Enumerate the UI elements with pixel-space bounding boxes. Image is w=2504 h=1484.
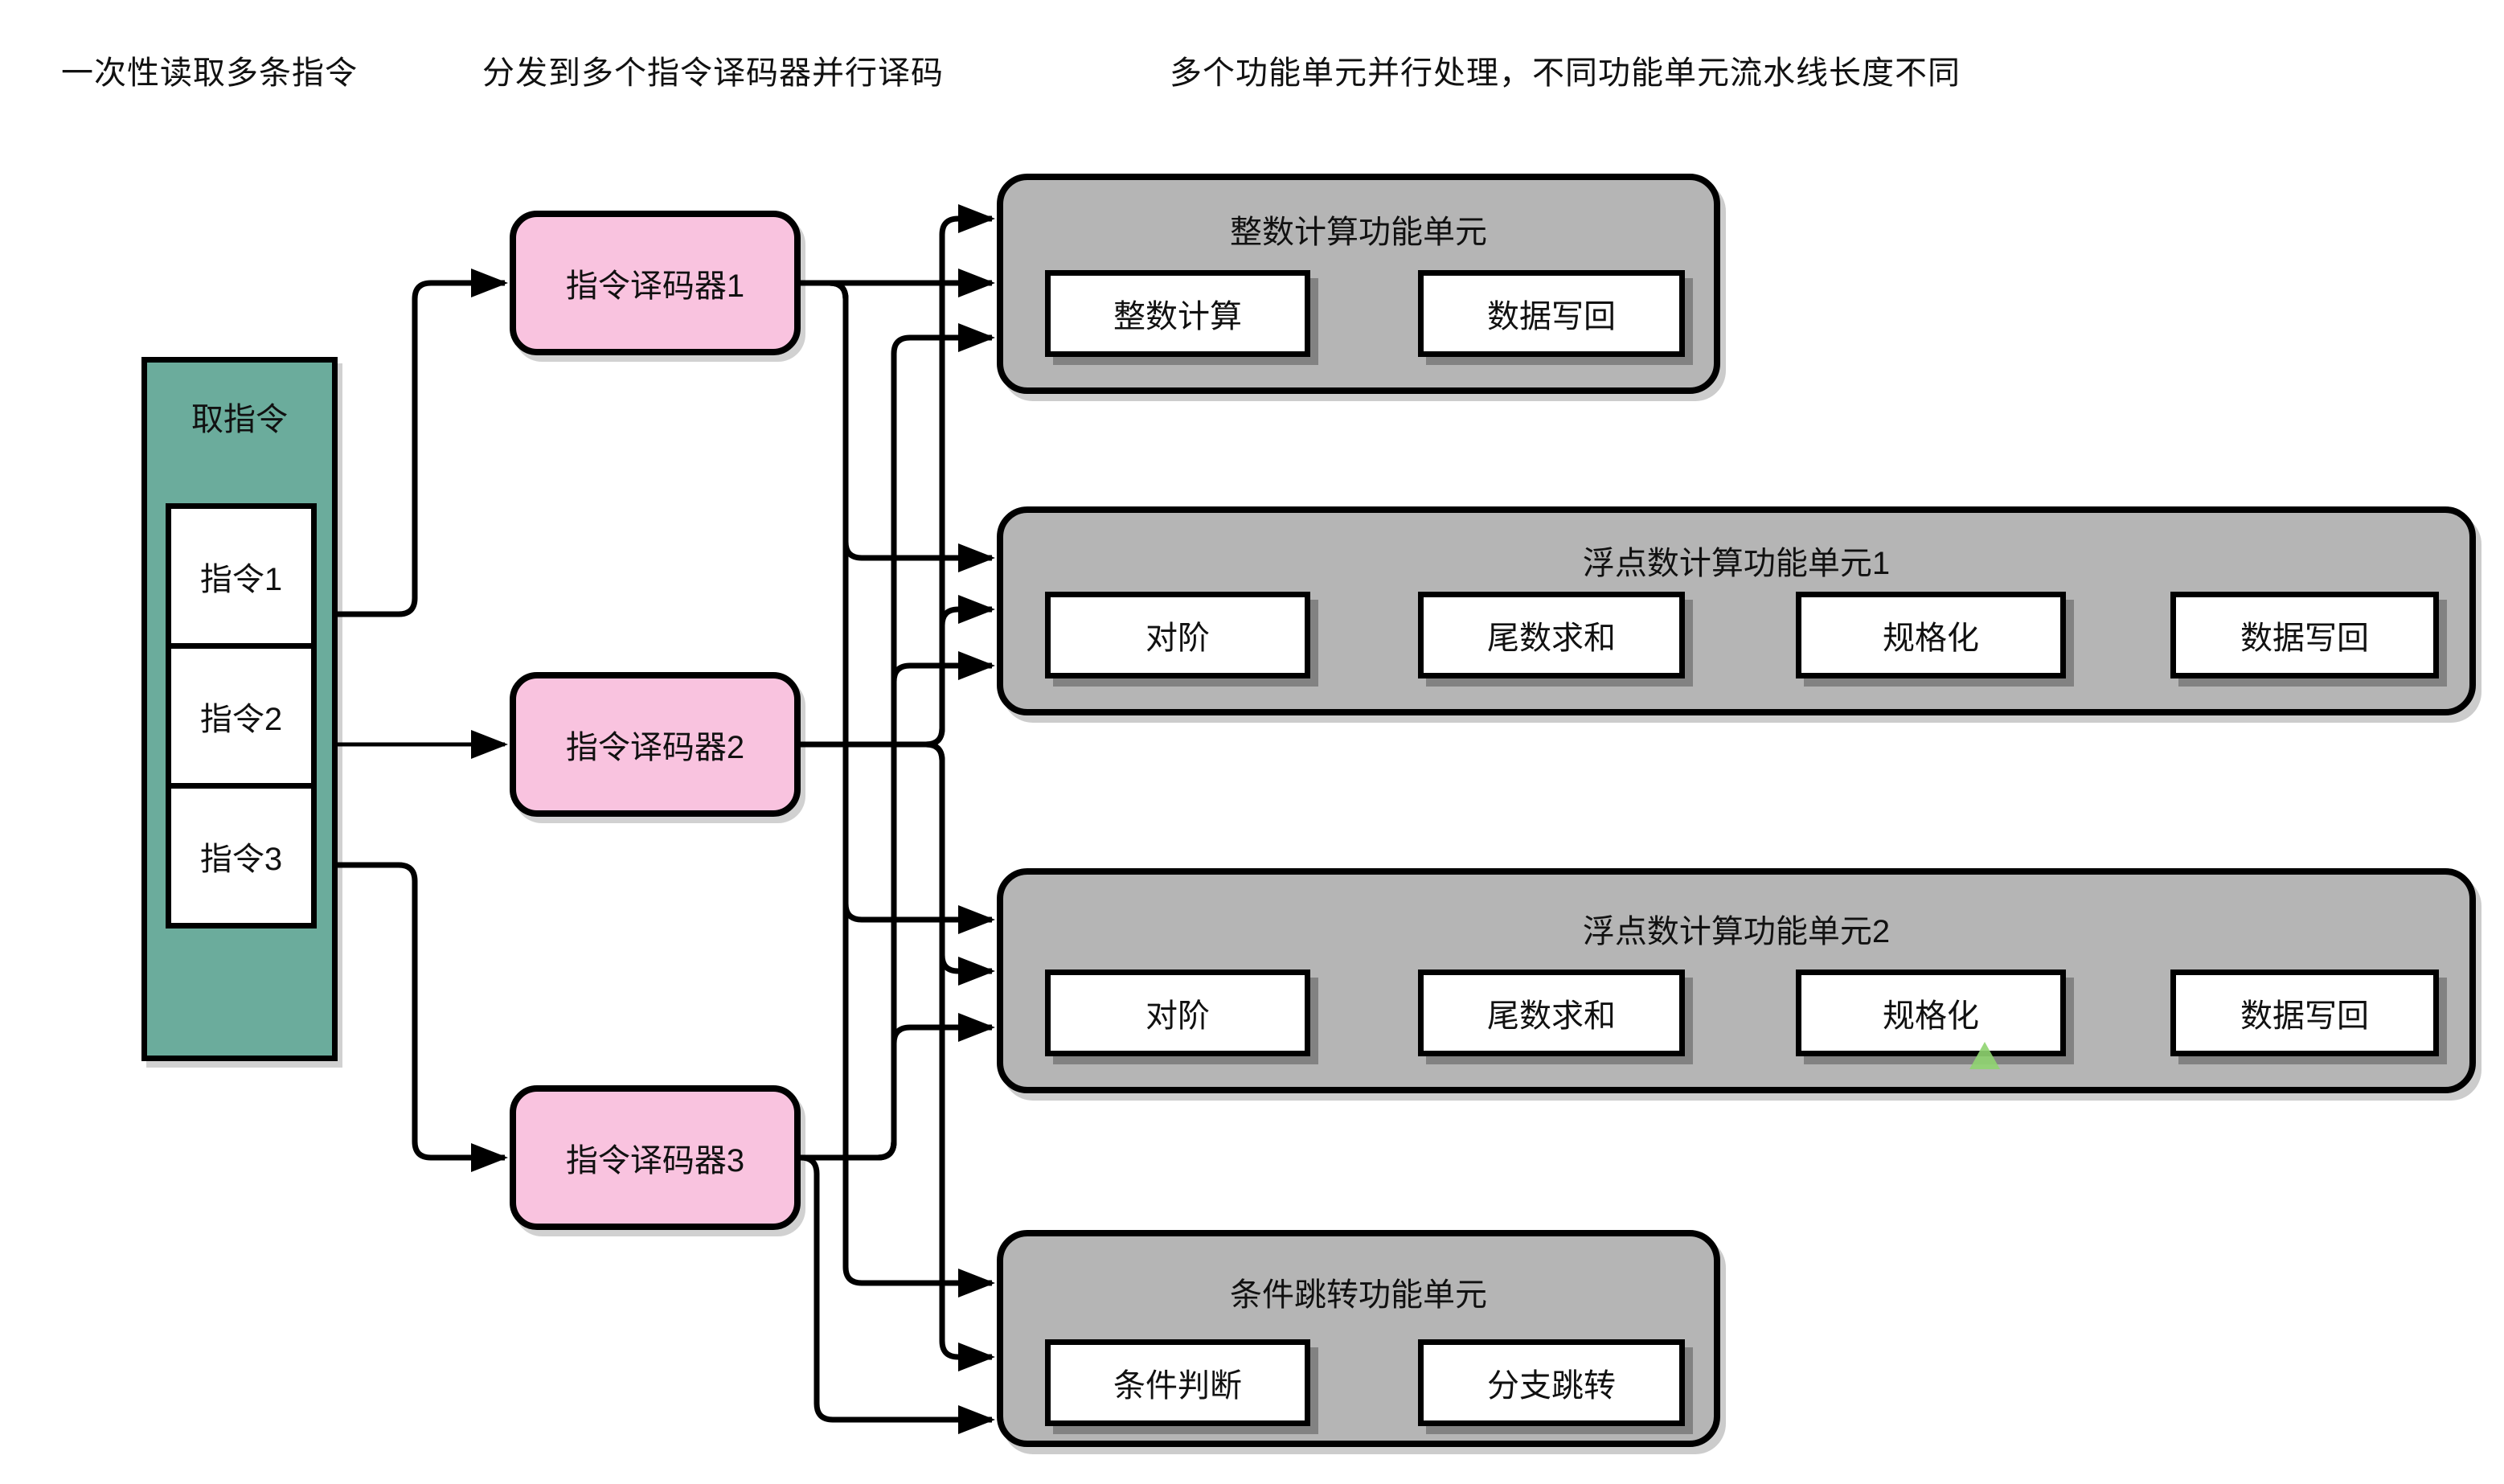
stage-fp2-writeback: 数据写回 [2170,970,2439,1056]
stage-branch-jump: 分支跳转 [1418,1339,1685,1426]
stage-fp2-normalize: 规格化 [1796,970,2066,1056]
annotation-decode: 分发到多个指令译码器并行译码 [482,55,944,91]
stage-int-writeback: 数据写回 [1418,270,1685,357]
stage-fp2-mantissa: 尾数求和 [1418,970,1685,1056]
decoder-3-box: 指令译码器3 [510,1085,801,1230]
fp-unit-2-title: 浮点数计算功能单元2 [1582,914,1891,949]
annotation-fetch: 一次性读取多条指令 [61,55,358,91]
instruction-2-box: 指令2 [166,643,317,789]
stage-int-calc: 整数计算 [1045,270,1310,357]
green-cursor-artifact [1969,1042,2000,1069]
fp-unit-2-box: 浮点数计算功能单元2 对阶 尾数求和 规格化 数据写回 [997,868,2476,1093]
decoder-2-box: 指令译码器2 [510,672,801,817]
branch-unit-title: 条件跳转功能单元 [1230,1277,1487,1313]
stage-fp1-writeback: 数据写回 [2170,592,2439,678]
arrow-instr3-decoder3 [317,862,508,1172]
fetch-unit-title: 取指令 [191,402,288,437]
decoder-1-box: 指令译码器1 [510,211,801,355]
fp-unit-1-title: 浮点数计算功能单元1 [1582,546,1891,581]
arrow-decoder1-branch-unit [801,280,995,1297]
arrow-decoder3-branch-unit [800,1154,995,1434]
fp-unit-1-box: 浮点数计算功能单元1 对阶 尾数求和 规格化 数据写回 [997,506,2476,715]
arrow-instr1-decoder1 [317,269,508,617]
stage-fp2-align: 对阶 [1045,970,1310,1056]
arrow-decoder3-fp2-unit [801,1013,995,1161]
stage-cond-judge: 条件判断 [1045,1339,1310,1426]
branch-unit-box: 条件跳转功能单元 条件判断 分支跳转 [997,1230,1720,1447]
integer-unit-title: 整数计算功能单元 [1230,215,1487,250]
stage-fp1-align: 对阶 [1045,592,1310,678]
instruction-3-box: 指令3 [166,783,317,929]
stage-fp1-normalize: 规格化 [1796,592,2066,678]
integer-unit-box: 整数计算功能单元 整数计算 数据写回 [997,174,1720,394]
annotation-execute: 多个功能单元并行处理，不同功能单元流水线长度不同 [1170,55,1961,91]
instruction-1-box: 指令1 [166,503,317,649]
arrow-decoder2-branch-unit [801,741,995,1371]
stage-fp1-mantissa: 尾数求和 [1418,592,1685,678]
